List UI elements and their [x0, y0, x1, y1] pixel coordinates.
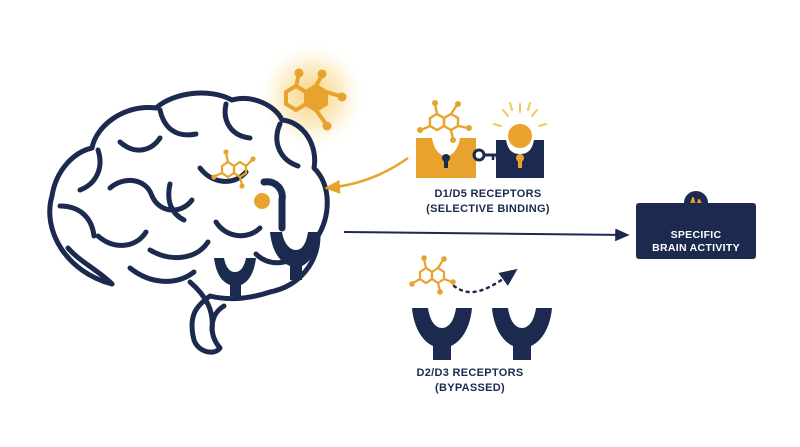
d2-d3-label: D2/D3 RECEPTORS (BYPASSED) — [370, 366, 570, 396]
d1-d5-label-line1: D1/D5 RECEPTORS — [434, 188, 542, 200]
key-icon — [472, 148, 499, 162]
d1-d5-receptor-lock-icon — [493, 102, 547, 178]
brain-outline-icon — [47, 90, 330, 355]
outcome-box: SPECIFIC BRAIN ACTIVITY — [636, 203, 756, 259]
brain-molecule-icon — [211, 149, 256, 189]
glowing-molecule-icon — [256, 40, 368, 152]
d1-d5-molecule-icon — [417, 100, 472, 143]
outcome-line1: SPECIFIC — [670, 229, 722, 241]
d1-d5-label: D1/D5 RECEPTORS (SELECTIVE BINDING) — [388, 187, 588, 217]
binding-arrow — [324, 156, 409, 194]
outcome-arrow — [343, 228, 630, 242]
d1-d5-lock-icon — [416, 138, 476, 178]
d2-d3-molecule-icon — [409, 255, 456, 295]
bypass-arrow — [452, 268, 518, 294]
brain-receptor-icon — [214, 232, 320, 296]
brain-bound-receptor-icon — [254, 178, 286, 232]
d2-d3-label-line1: D2/D3 RECEPTORS — [416, 367, 524, 379]
d2-d3-receptor-icon — [412, 308, 552, 360]
d1-d5-label-line2: (SELECTIVE BINDING) — [426, 203, 550, 215]
outcome-line2: BRAIN ACTIVITY — [652, 242, 740, 254]
d2-d3-label-line2: (BYPASSED) — [434, 382, 506, 394]
